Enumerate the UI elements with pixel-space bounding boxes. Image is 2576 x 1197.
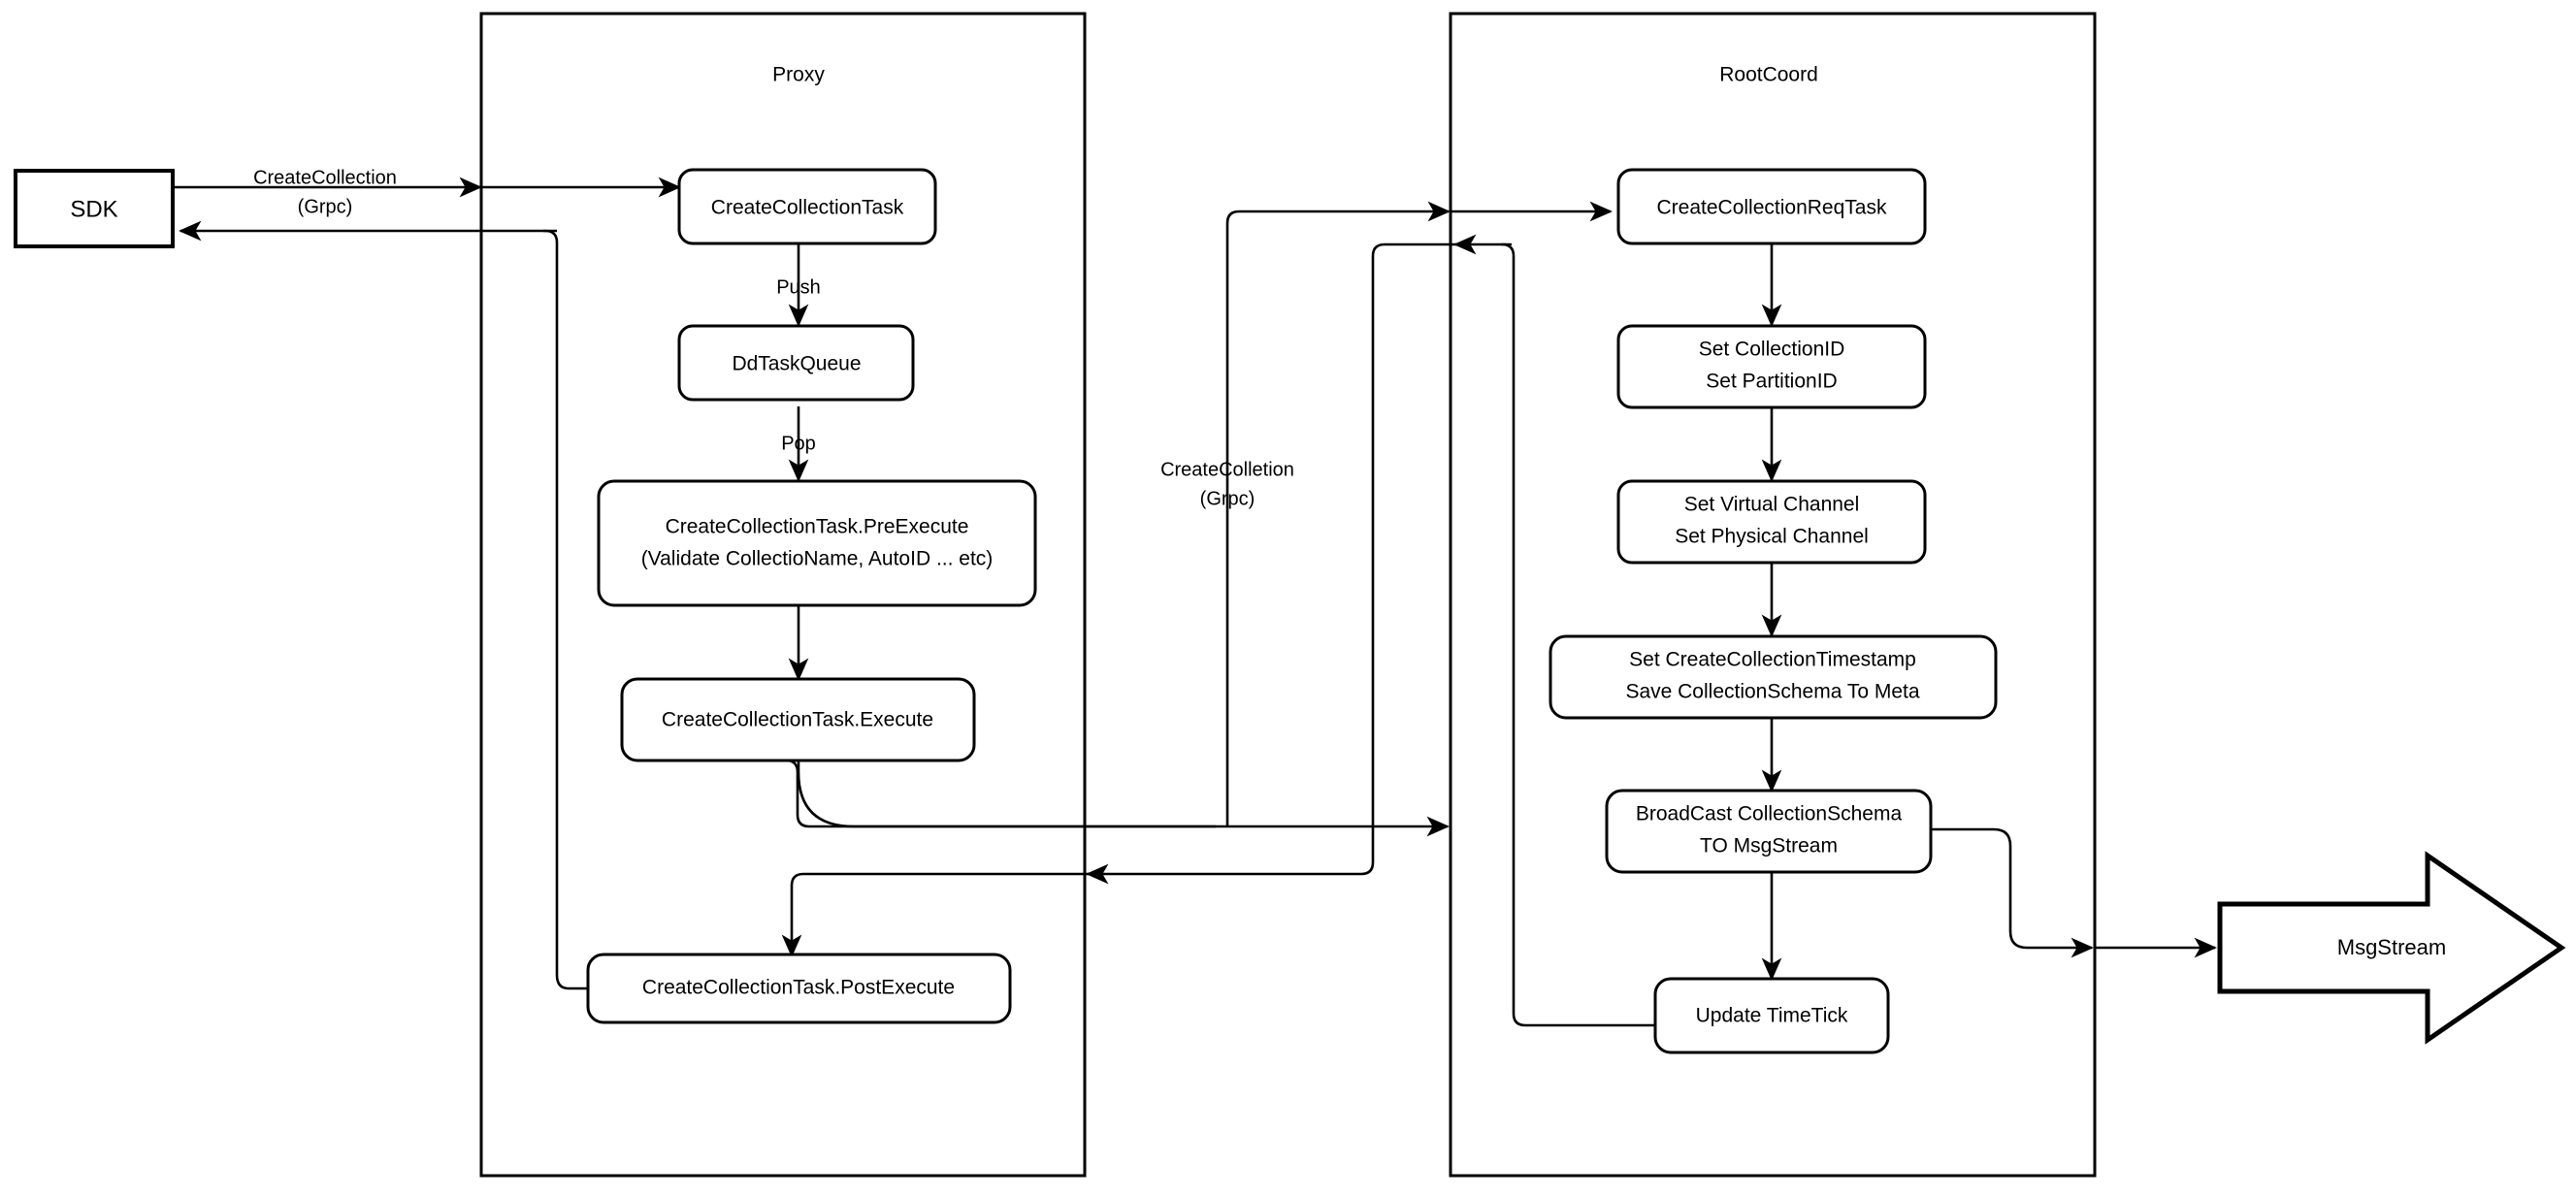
create-collection-req-task-rect[interactable] [1616,168,1927,245]
node-set-channels[interactable]: Set Virtual Channel Set Physical Channel [1616,479,1927,565]
node-execute[interactable]: CreateCollectionTask.Execute [620,677,976,762]
node-post-execute[interactable]: CreateCollectionTask.PostExecute [586,953,1012,1024]
set-channels-label-line1: Set Virtual Channel [1684,494,1860,516]
pre-execute-rect[interactable] [597,479,1037,607]
edge-execute-to-rootcoord-curve [797,760,1216,828]
node-set-timestamp-save-meta[interactable]: Set CreateCollectionTimestamp Save Colle… [1549,634,1998,720]
msgstream-label: MsgStream [2337,935,2446,959]
msgstream-arrow-shape[interactable] [2217,851,2566,1045]
edge-postexecute-to-sdk [543,229,588,990]
set-channels-label-line2: Set Physical Channel [1675,526,1869,548]
node-dd-task-queue[interactable]: DdTaskQueue [677,324,915,402]
sdk-label: SDK [70,196,117,222]
pre-execute-label-line1: CreateCollectionTask.PreExecute [666,516,969,538]
edge-label-proxy-to-rootcoord-line1: CreateColletion [1160,459,1294,480]
broadcast-schema-rect[interactable] [1605,789,1933,874]
rootcoord-container-label: RootCoord [1719,64,1818,86]
edge-label-sdk-to-proxy-line1: CreateCollection [253,167,397,188]
node-broadcast-schema[interactable]: BroadCast CollectionSchema TO MsgStream [1605,789,1933,874]
edge-rootcoord-response-riser [803,243,1512,876]
dd-task-queue-label: DdTaskQueue [732,353,861,375]
edge-label-proxy-to-rootcoord-line2: (Grpc) [1200,488,1255,509]
broadcast-schema-label-line2: TO MsgStream [1700,835,1838,857]
edge-label-pop: Pop [781,433,816,454]
broadcast-schema-label-line1: BroadCast CollectionSchema [1636,803,1903,825]
update-timetick-rect[interactable] [1653,977,1890,1054]
set-ids-rect[interactable] [1616,324,1927,409]
dd-task-queue-rect[interactable] [677,324,915,402]
edge-grpc-riser-to-rootcoord [1225,201,1451,826]
set-timestamp-save-meta-label-line2: Save CollectionSchema To Meta [1625,681,1919,703]
proxy-container-label: Proxy [772,64,825,86]
execute-label: CreateCollectionTask.Execute [662,709,933,731]
create-collection-req-task-label: CreateCollectionReqTask [1657,197,1887,219]
node-create-collection-req-task[interactable]: CreateCollectionReqTask [1616,168,1927,245]
edge-broadcast-to-rootcoordboundary [1931,827,2094,958]
edge-updatetimetick-return [1500,243,1655,1027]
set-timestamp-save-meta-rect[interactable] [1549,634,1998,720]
set-ids-label-line1: Set CollectionID [1699,339,1845,361]
node-create-collection-task[interactable]: CreateCollectionTask [677,168,937,245]
create-collection-task-rect[interactable] [677,168,937,245]
node-pre-execute[interactable]: CreateCollectionTask.PreExecute (Validat… [597,479,1037,607]
sdk-rect[interactable] [14,169,175,248]
node-msgstream[interactable]: MsgStream [2217,851,2566,1045]
edge-label-push: Push [776,276,821,298]
node-update-timetick[interactable]: Update TimeTick [1653,977,1890,1054]
set-ids-label-line2: Set PartitionID [1706,371,1837,393]
create-collection-task-label: CreateCollectionTask [711,197,904,219]
post-execute-label: CreateCollectionTask.PostExecute [642,977,955,999]
pre-execute-label-line2: (Validate CollectioName, AutoID ... etc) [641,548,994,570]
node-set-ids[interactable]: Set CollectionID Set PartitionID [1616,324,1927,409]
execute-rect[interactable] [620,677,976,762]
node-sdk[interactable]: SDK [14,169,175,248]
edge-response-to-postexecute [781,872,804,957]
set-timestamp-save-meta-label-line1: Set CreateCollectionTimestamp [1629,649,1916,671]
edge-label-sdk-to-proxy-line2: (Grpc) [298,196,353,217]
post-execute-rect[interactable] [586,953,1012,1024]
update-timetick-label: Update TimeTick [1696,1005,1848,1027]
set-channels-rect[interactable] [1616,479,1927,565]
